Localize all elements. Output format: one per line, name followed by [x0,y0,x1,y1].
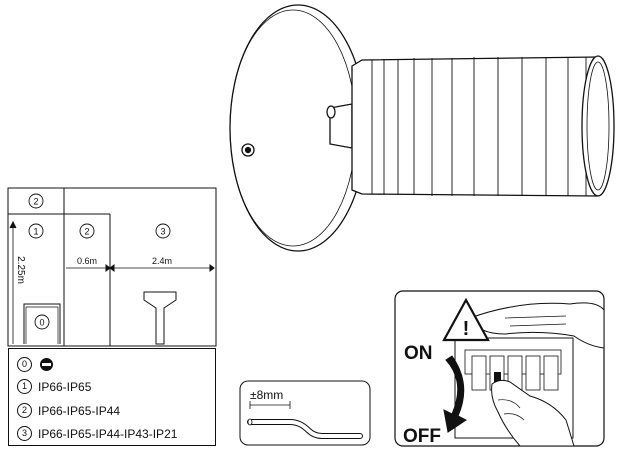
on-label: ON [404,343,433,364]
legend-row-1: 1 IP66-IP65 [17,379,91,394]
turn-off-arrow-icon [443,355,467,433]
legend-text: IP66-IP65-IP44-IP43-IP21 [38,426,178,441]
height-dimension-label: 2.25m [15,256,26,284]
ip-rating-legend: 0 1 IP66-IP65 2 IP66-IP65-IP44 3 IP66-IP… [8,348,216,446]
legend-number: 1 [17,379,32,394]
warning-mark: ! [463,318,470,340]
bathtub-icon [23,303,61,344]
legend-text: IP66-IP65-IP44 [38,403,121,418]
legend-text: IP66-IP65 [38,379,92,394]
legend-number: 0 [17,357,32,372]
wire-strip-diagram [239,380,371,446]
dimension-0-6m: 0.6m [77,256,97,266]
warning-triangle-icon [442,297,490,342]
no-entry-icon [40,358,53,371]
zone-label-3: 3 [160,227,165,237]
zone-label-0: 0 [39,318,44,328]
strip-length-label: ±8mm [250,388,283,402]
legend-number: 2 [17,403,32,418]
zone-label-1: 1 [33,227,38,237]
basin-icon [143,291,177,345]
lamp-shade [351,56,599,197]
legend-number: 3 [17,426,32,441]
wall-lamp-illustration [229,4,615,252]
breaker-off-diagram [394,290,605,447]
legend-row-0: 0 [17,357,53,372]
dimension-2-4m: 2.4m [152,256,172,266]
zone-label-2: 2 [84,227,89,237]
shade-opening [581,55,615,197]
off-label: OFF [403,426,441,447]
legend-row-3: 3 IP66-IP65-IP44-IP43-IP21 [17,426,177,441]
legend-row-2: 2 IP66-IP65-IP44 [17,403,120,418]
zone-label-2-top: 2 [33,197,38,207]
bathroom-zone-diagram [7,187,217,347]
